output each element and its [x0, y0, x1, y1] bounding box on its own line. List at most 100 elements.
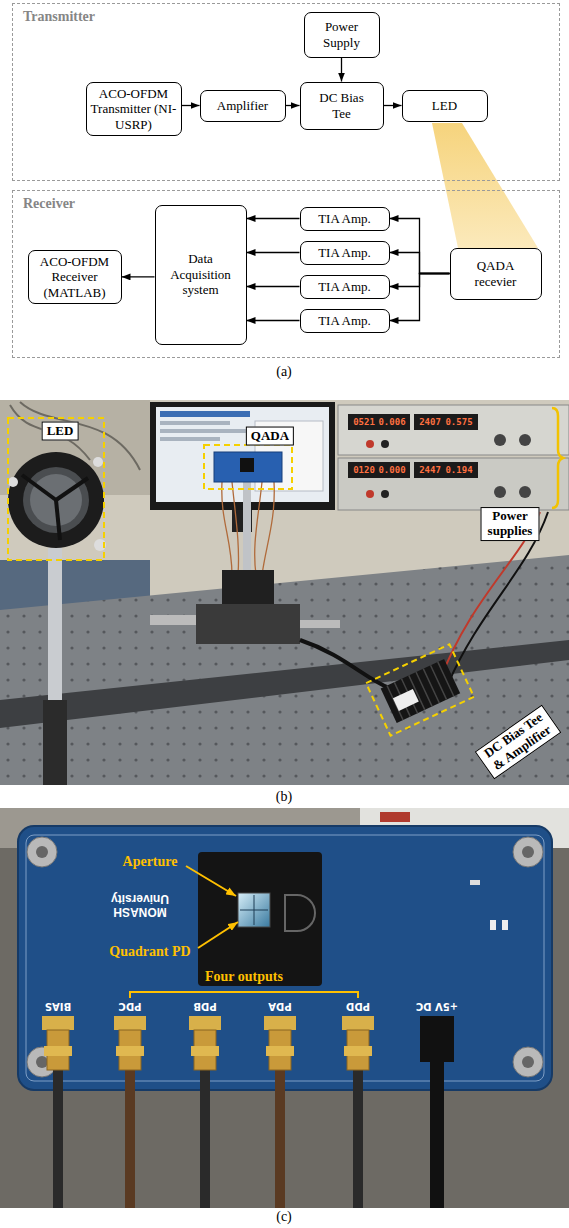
mounting-screw	[27, 1047, 57, 1077]
qada-mount	[222, 570, 274, 604]
led-mount	[8, 418, 106, 785]
smd-parts	[490, 920, 496, 930]
monitor	[232, 510, 252, 532]
sma-connector	[189, 1016, 221, 1030]
monitor	[150, 402, 335, 510]
heat-sink-amplifier	[393, 689, 419, 711]
box-text: QADA recevier	[463, 258, 529, 289]
led-mount	[48, 548, 62, 785]
sma-connector	[342, 1016, 374, 1030]
box-text: TIA Amp.	[318, 245, 371, 261]
box-text: TIA Amp.	[318, 313, 371, 329]
box-text: Amplifier	[217, 98, 268, 114]
lab-photo	[0, 400, 569, 785]
monitor	[156, 407, 329, 502]
qada-mount	[150, 445, 340, 644]
qada-mount	[300, 620, 340, 628]
signal-arrow	[247, 218, 300, 219]
board-photo	[0, 808, 569, 1208]
signal-arrow	[247, 320, 300, 321]
heat-sink-amplifier	[300, 512, 548, 736]
display-reading: 0.194	[445, 466, 472, 475]
power-jack	[420, 1016, 454, 1062]
heat-sink-amplifier	[366, 644, 474, 735]
power-supply-unit	[414, 414, 478, 430]
photodiode-package	[285, 895, 315, 931]
light-beam	[432, 123, 538, 248]
sma-connector	[353, 1070, 363, 1208]
mounting-screw	[513, 837, 543, 867]
qada-mount	[214, 452, 282, 482]
transmitter-group: TransmitterACO-OFDM Transmitter (NI-USRP…	[12, 3, 560, 181]
pin-name: PDA	[268, 1001, 291, 1011]
box-text: TIA Amp.	[318, 211, 371, 227]
signal-arrow	[390, 253, 450, 274]
power-supply-unit	[552, 408, 563, 508]
display-reading: 0521	[353, 418, 375, 427]
led-mount	[8, 418, 104, 560]
optical-table	[0, 555, 569, 785]
signal-arrow	[341, 58, 342, 82]
monitor	[160, 411, 250, 417]
process-box: ACO-OFDM Transmitter (NI-USRP)	[86, 82, 182, 137]
process-box: Data Acquisition system	[155, 205, 247, 345]
callout-label: QADA	[246, 427, 294, 446]
signal-arrow	[122, 276, 155, 277]
heat-sink-amplifier	[387, 662, 454, 720]
board-photo	[18, 826, 552, 1090]
signal-arrow	[286, 105, 300, 106]
qada-mount	[240, 458, 254, 472]
signal-arrow	[390, 219, 450, 274]
pointer-label: Four outputs	[205, 969, 283, 984]
process-box: DC Bias Tee	[300, 82, 384, 130]
optical-table	[0, 555, 569, 785]
power-supply-unit	[381, 490, 389, 498]
heat-sink-amplifier	[300, 640, 420, 692]
sma-connector	[264, 1016, 296, 1030]
signal-arrow	[247, 286, 300, 287]
box-text: DC Bias Tee	[311, 90, 373, 121]
box-text: TIA Amp.	[318, 279, 371, 295]
mounting-screw	[36, 846, 48, 858]
mounting-screw	[27, 837, 57, 867]
display-reading: 0.006	[378, 418, 405, 427]
lab-photo	[0, 560, 150, 620]
led-mount	[93, 457, 103, 467]
display-reading: 0.575	[445, 418, 472, 427]
pin-name: PDC	[119, 1001, 142, 1011]
signal-arrow	[384, 105, 402, 106]
power-supply-unit	[414, 462, 478, 478]
receiver-group: ReceiverACO-OFDM Receiver (MATLAB)Data A…	[12, 190, 560, 358]
pin-name: +5V DC	[416, 1001, 458, 1011]
lab-photo	[10, 402, 140, 470]
led-mount	[56, 500, 60, 540]
pointer-arrow	[130, 992, 358, 998]
qada-mount	[243, 482, 251, 572]
box-text: Data Acquisition system	[162, 251, 240, 298]
panel-caption: (c)	[276, 1209, 292, 1226]
sma-connector	[266, 1046, 294, 1056]
sma-connector	[125, 1070, 135, 1208]
receiver-box: QADA recevier	[450, 248, 542, 300]
callout-label: LED	[42, 422, 79, 441]
lab-photo	[0, 400, 569, 785]
sma-connector	[191, 1046, 219, 1056]
board-photo	[26, 835, 544, 1081]
power-supply-unit	[338, 405, 569, 510]
board-photo	[380, 812, 410, 822]
heat-sink-amplifier	[381, 659, 461, 723]
pin-name: PDB	[193, 1001, 216, 1011]
photodiode-package	[198, 852, 322, 986]
power-supply-unit	[366, 440, 374, 448]
smd-parts	[470, 880, 480, 885]
sma-connector	[44, 1046, 72, 1056]
sma-connector	[42, 1016, 74, 1030]
qada-mount	[150, 615, 196, 625]
sma-connector	[53, 1070, 63, 1208]
led-mount	[22, 475, 56, 500]
power-supply-unit	[338, 405, 569, 455]
photodiode-package	[238, 893, 270, 927]
power-supply-unit	[494, 486, 506, 498]
